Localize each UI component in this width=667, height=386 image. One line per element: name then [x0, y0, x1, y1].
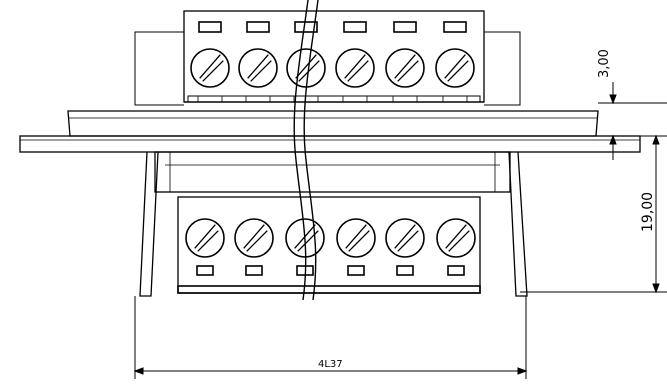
break-line — [293, 0, 319, 301]
wire-slot — [443, 21, 467, 33]
terminal-tab — [392, 95, 418, 103]
dim-top-gap-label: 3,00 — [597, 49, 612, 78]
wire-slot — [447, 265, 465, 276]
screw-terminal — [385, 48, 425, 88]
wire-slot — [393, 21, 417, 33]
terminal-tab — [342, 95, 368, 103]
wire-slot — [343, 21, 367, 33]
flange — [67, 110, 599, 137]
panel-plate — [19, 135, 641, 153]
screw-terminal — [190, 48, 230, 88]
terminal-tab — [442, 95, 468, 103]
screw-terminal — [336, 218, 376, 258]
screw-terminal — [436, 218, 476, 258]
dim-width-label: 4L37 — [318, 359, 343, 370]
wire-slot — [347, 265, 365, 276]
screw-terminal — [185, 218, 225, 258]
screw-terminal — [435, 48, 475, 88]
terminal-tab — [197, 95, 223, 103]
vertical-dimensions — [520, 82, 667, 294]
horizontal-dimension — [133, 296, 528, 379]
screw-terminal — [234, 218, 274, 258]
screw-terminal — [335, 48, 375, 88]
wire-slot — [294, 21, 318, 33]
top-connector-outline — [134, 31, 521, 106]
screw-terminal — [238, 48, 278, 88]
bottom-terminal-row — [185, 218, 476, 276]
screw-terminal — [286, 48, 326, 88]
terminal-tab — [245, 95, 271, 103]
top-terminal-row — [190, 21, 475, 103]
dim-height-label: 19,00 — [640, 192, 656, 232]
lower-housing — [139, 151, 528, 297]
wire-slot — [198, 21, 222, 33]
wire-slot — [246, 21, 270, 33]
screw-terminal — [385, 218, 425, 258]
wire-slot — [245, 265, 263, 276]
wire-slot — [196, 265, 214, 276]
wire-slot — [396, 265, 414, 276]
